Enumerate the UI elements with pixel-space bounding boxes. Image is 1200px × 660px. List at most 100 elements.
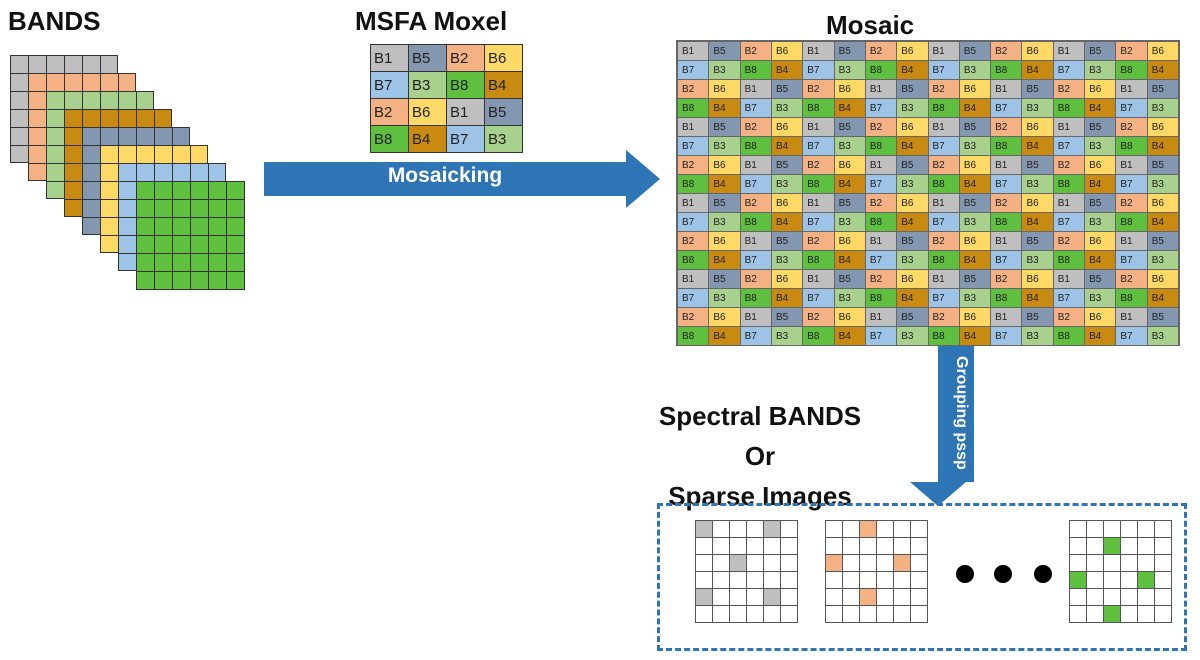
mosaic-cell: B2 — [1115, 41, 1148, 61]
mosaic-cell: B5 — [708, 41, 741, 61]
sparse-cell — [1069, 554, 1087, 572]
mosaic-cell: B5 — [896, 231, 929, 251]
mosaic-cell: B6 — [1084, 155, 1117, 175]
mosaic-cell: B7 — [864, 174, 898, 194]
sparse-cell — [876, 571, 894, 589]
mosaic-cell: B3 — [1084, 212, 1117, 232]
mosaic-cell: B4 — [958, 326, 992, 346]
sparse-cell — [910, 571, 928, 589]
sparse-cell — [825, 571, 843, 589]
sparse-cell — [746, 537, 764, 555]
sparse-cell — [876, 605, 894, 623]
mosaic-cell: B1 — [739, 155, 772, 175]
sparse-cell — [893, 537, 911, 555]
moxel-cell: B4 — [484, 71, 523, 99]
mosaic-cell: B8 — [676, 174, 710, 194]
mosaic-cell: B6 — [770, 117, 804, 137]
sparse-cell — [1069, 520, 1087, 538]
mosaic-cell: B8 — [739, 136, 772, 156]
mosaic-cell: B2 — [927, 155, 960, 175]
mosaic-cell: B8 — [927, 250, 960, 270]
sparse-cell — [859, 537, 877, 555]
mosaic-cell: B1 — [1052, 117, 1086, 137]
mosaic-cell: B4 — [958, 98, 992, 118]
moxel-cell: B5 — [484, 98, 523, 126]
sparse-cell — [910, 520, 928, 538]
sparse-cell — [729, 605, 747, 623]
sparse-cell — [695, 588, 713, 606]
mosaic-cell: B2 — [990, 269, 1023, 289]
sparse-cell — [712, 537, 730, 555]
mosaic-cell: B2 — [676, 307, 710, 327]
mosaic-cell: B7 — [1052, 60, 1086, 80]
sparse-cell — [1103, 588, 1121, 606]
sparse-cell — [763, 520, 781, 538]
mosaic-cell: B5 — [833, 269, 866, 289]
mosaic-cell: B7 — [676, 212, 710, 232]
mosaic-cell: B4 — [1021, 60, 1054, 80]
mosaic-cell: B4 — [708, 98, 741, 118]
mosaic-cell: B6 — [958, 231, 992, 251]
sparse-cell — [1120, 588, 1138, 606]
mosaic-cell: B3 — [833, 60, 866, 80]
mosaic-cell: B3 — [1146, 250, 1180, 270]
sparse-cell — [893, 605, 911, 623]
mosaic-cell: B4 — [1146, 60, 1180, 80]
mosaic-cell: B5 — [833, 41, 866, 61]
mosaic-cell: B1 — [927, 269, 960, 289]
moxel-cell: B3 — [408, 71, 447, 99]
sparse-cell — [746, 520, 764, 538]
mosaic-cell: B6 — [896, 117, 929, 137]
mosaic-cell: B4 — [1146, 288, 1180, 308]
spectral-title-line3: Sparse Images — [668, 481, 852, 511]
mosaic-cell: B2 — [676, 231, 710, 251]
mosaic-cell: B5 — [1021, 307, 1054, 327]
mosaic-cell: B3 — [896, 326, 929, 346]
mosaic-cell: B7 — [927, 288, 960, 308]
mosaic-cell: B7 — [864, 250, 898, 270]
sparse-cell — [859, 571, 877, 589]
sparse-cell — [695, 554, 713, 572]
mosaic-cell: B5 — [1021, 155, 1054, 175]
mosaic-cell: B6 — [1021, 193, 1054, 213]
mosaic-cell: B3 — [708, 288, 741, 308]
mosaic-cell: B6 — [708, 155, 741, 175]
mosaic-cell: B2 — [990, 193, 1023, 213]
mosaic-cell: B7 — [1052, 136, 1086, 156]
mosaic-cell: B5 — [770, 155, 804, 175]
mosaic-cell: B1 — [676, 41, 710, 61]
mosaic-cell: B8 — [927, 98, 960, 118]
mosaic-cell: B8 — [802, 250, 835, 270]
mosaic-cell: B5 — [708, 193, 741, 213]
ellipsis-dot — [994, 565, 1012, 583]
mosaic-cell: B2 — [802, 155, 835, 175]
sparse-cell — [712, 571, 730, 589]
mosaic-cell: B4 — [896, 136, 929, 156]
mosaic-cell: B1 — [864, 155, 898, 175]
mosaic-cell: B2 — [1052, 231, 1086, 251]
mosaic-cell: B8 — [1115, 288, 1148, 308]
mosaic-cell: B5 — [958, 269, 992, 289]
sparse-cell — [1137, 537, 1155, 555]
mosaic-cell: B1 — [864, 79, 898, 99]
sparse-cell — [1120, 537, 1138, 555]
mosaic-cell: B2 — [802, 231, 835, 251]
sparse-cell — [1069, 571, 1087, 589]
mosaic-cell: B4 — [833, 250, 866, 270]
mosaic-cell: B4 — [770, 288, 804, 308]
mosaic-cell: B5 — [958, 117, 992, 137]
mosaic-cell: B8 — [864, 212, 898, 232]
sparse-cell — [1086, 588, 1104, 606]
sparse-cell — [1137, 605, 1155, 623]
mosaic-cell: B6 — [708, 79, 741, 99]
mosaic-cell: B2 — [864, 41, 898, 61]
grouping-label: Grouping pssp — [953, 356, 970, 470]
spectral-title-line1: Spectral BANDS — [658, 401, 862, 431]
mosaic-cell: B3 — [1021, 98, 1054, 118]
mosaic-cell: B6 — [770, 41, 804, 61]
mosaic-cell: B3 — [1021, 174, 1054, 194]
moxel-cell: B3 — [484, 125, 523, 153]
mosaic-cell: B6 — [833, 155, 866, 175]
mosaic-cell: B7 — [676, 136, 710, 156]
sparse-cell — [893, 520, 911, 538]
